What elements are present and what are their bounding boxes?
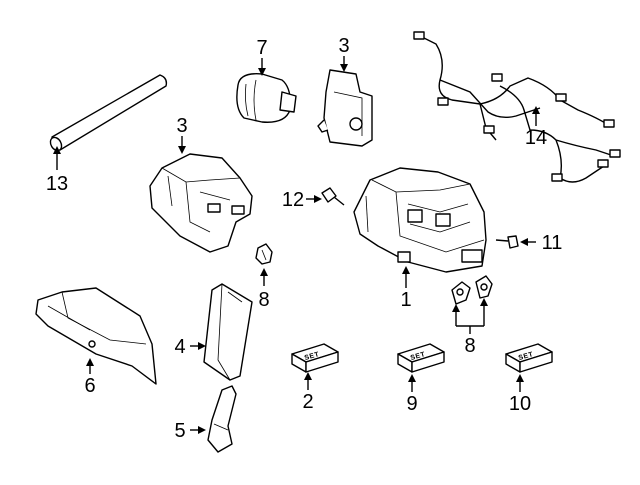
leader-1 [402,266,410,288]
callout-9: 9 [406,393,417,415]
leader-9 [408,374,416,392]
callout-14: 14 [525,127,547,149]
callout-5: 5 [174,420,185,442]
part-1-hvac-assembly [353,167,487,273]
part-9-set-block: SET [397,343,445,373]
leader-14 [532,106,540,126]
callout-3-left: 3 [176,115,187,137]
part-11-bolt [495,235,519,249]
set-stamp-2: SET [304,351,321,362]
leader-5 [190,426,206,434]
callout-12: 12 [282,189,304,211]
leader-13 [53,146,61,170]
part-10-set-block: SET [505,343,553,373]
callout-2: 2 [302,391,313,413]
part-14-wiring-harness [413,31,621,183]
leader-3-left [178,136,186,154]
part-3-hvac-case [149,153,253,253]
set-stamp-9: SET [410,351,427,362]
leader-7 [258,58,266,76]
callout-4: 4 [174,336,185,358]
callout-6: 6 [84,375,95,397]
leader-2 [304,372,312,390]
leader-11 [520,238,536,246]
part-8-clip-pair [451,275,493,305]
callout-7: 7 [256,37,267,59]
callout-1: 1 [400,289,411,311]
leader-8-right [452,298,488,334]
part-6-lower-case [35,287,157,385]
callout-13: 13 [46,173,68,195]
leader-4 [190,342,206,350]
set-stamp-10: SET [518,351,535,362]
part-12-bolt [321,187,345,206]
part-7-actuator [236,73,297,123]
part-8-clip-left [255,243,273,265]
callout-3-upper: 3 [338,35,349,57]
callout-8-right: 8 [464,335,475,357]
part-3-housing-upper [317,69,373,147]
callout-10: 10 [509,393,531,415]
callout-8-left: 8 [258,289,269,311]
leader-12 [306,195,322,203]
leader-8-left [260,268,268,286]
part-4-filter [203,283,253,381]
leader-3-upper [340,56,348,72]
part-5-bracket [207,385,237,453]
part-2-set-block: SET [291,343,339,373]
callout-11: 11 [542,232,563,254]
leader-6 [86,358,94,374]
leader-10 [516,374,524,392]
part-13-tube [49,74,168,152]
